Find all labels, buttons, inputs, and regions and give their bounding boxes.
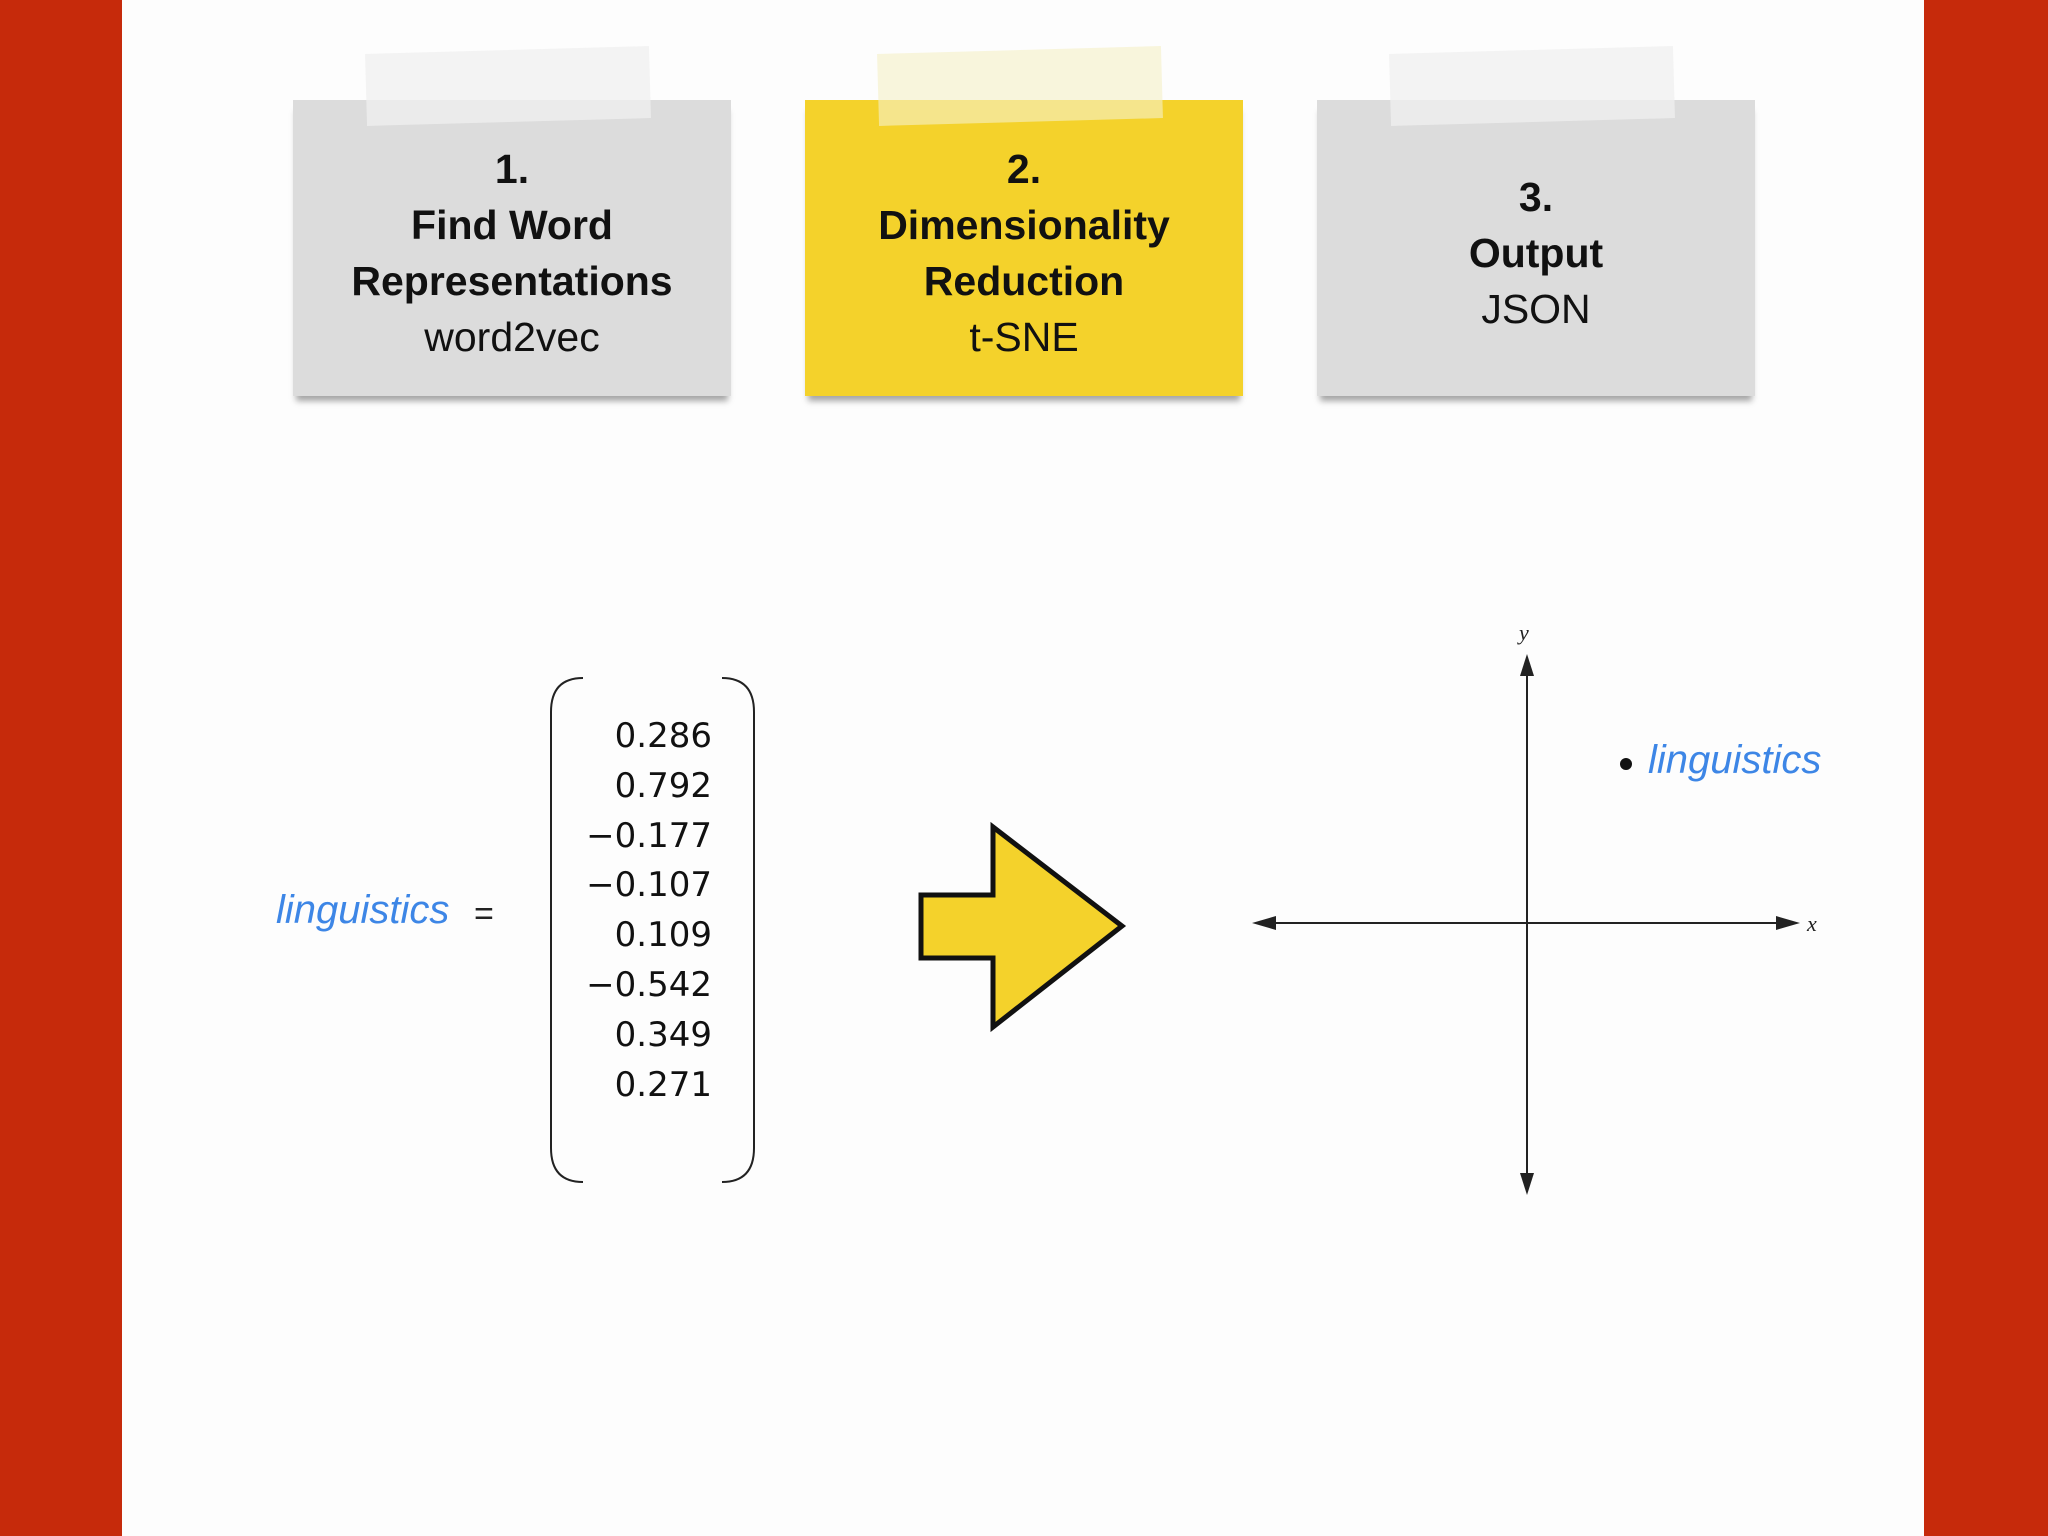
step-number: 2. bbox=[1006, 146, 1042, 192]
vector-values: 0.286 0.792 −0.177 −0.107 0.109 −0.542 0… bbox=[540, 712, 712, 1110]
x-axis-label: x bbox=[1807, 911, 1817, 936]
y-axis-top-arrowhead bbox=[1520, 654, 1534, 676]
x-axis-left-arrowhead bbox=[1252, 916, 1276, 930]
step-title-line: Reduction bbox=[923, 258, 1125, 304]
x-axis-right-arrowhead bbox=[1776, 916, 1800, 930]
step-title-line: Dimensionality bbox=[878, 202, 1170, 248]
step-tool: JSON bbox=[1481, 286, 1591, 332]
step-tool: word2vec bbox=[424, 314, 600, 360]
step-title-line: Output bbox=[1468, 230, 1604, 276]
vector-value: 0.349 bbox=[614, 1014, 712, 1055]
y-axis-label: y bbox=[1519, 620, 1529, 645]
step-number: 3. bbox=[1518, 174, 1554, 220]
plot-point bbox=[1620, 758, 1632, 770]
step-tool: t-SNE bbox=[969, 314, 1079, 360]
step-card-find-word-representations: 1. Find Word Representations word2vec bbox=[293, 46, 731, 396]
vector-value: 0.286 bbox=[614, 716, 712, 756]
process-arrow-icon bbox=[918, 821, 1127, 1033]
vector-value: 0.792 bbox=[614, 765, 712, 806]
vector-word-label: linguistics bbox=[276, 888, 450, 932]
plot-point-label: linguistics bbox=[1648, 738, 1822, 782]
y-axis-bottom-arrowhead bbox=[1520, 1173, 1534, 1195]
step-number: 1. bbox=[494, 146, 530, 192]
vector-value: −0.177 bbox=[586, 815, 712, 856]
step-card-output: 3. Output JSON bbox=[1317, 46, 1755, 396]
left-bracket bbox=[550, 677, 584, 1183]
vector-value: −0.542 bbox=[586, 964, 712, 1005]
vector-value: −0.107 bbox=[586, 865, 712, 906]
step-title-line: Representations bbox=[351, 258, 673, 304]
step-title-line: Find Word bbox=[411, 202, 613, 248]
vector-value: 0.109 bbox=[614, 915, 712, 956]
right-bracket bbox=[721, 677, 755, 1183]
vector-value: 0.271 bbox=[614, 1064, 712, 1105]
equals-sign: = bbox=[474, 895, 494, 933]
step-card-dimensionality-reduction: 2. Dimensionality Reduction t-SNE bbox=[805, 46, 1243, 396]
